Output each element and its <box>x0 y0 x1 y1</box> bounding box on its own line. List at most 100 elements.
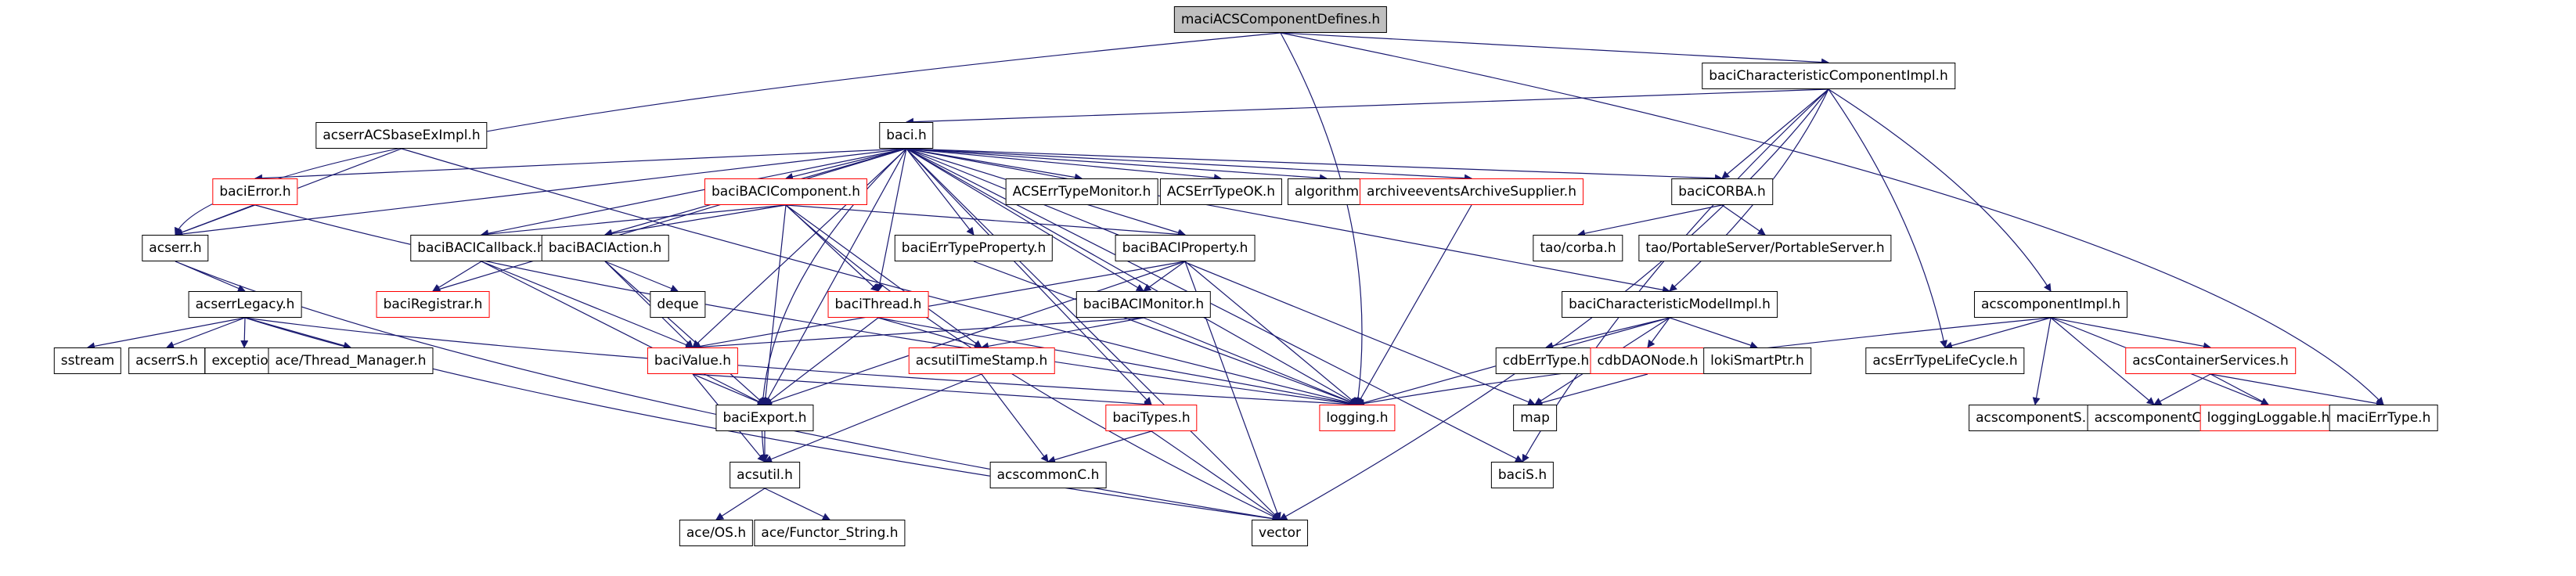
node-baci[interactable]: baci.h <box>879 122 934 149</box>
edge-baciCORBA--taoPortableServer <box>1721 204 1766 236</box>
node-loggingLoggable[interactable]: loggingLoggable.h <box>2200 405 2337 431</box>
edge-baci--algorithm <box>906 148 1328 182</box>
edge-baciCharacteristicComponentImpl--baci <box>906 88 1829 126</box>
node-aceFunctorString[interactable]: ace/Functor_String.h <box>754 520 906 546</box>
node-algorithm[interactable]: algorithm <box>1287 178 1367 205</box>
edge-baciTypes--vector <box>1151 430 1281 520</box>
edge-baciBACIComponent--baciBACIProperty <box>785 204 1186 239</box>
edge-acscomponentImpl--acsErrTypeLifeCycle <box>1944 317 2052 350</box>
edge-acscomponentImpl--acscomponentC <box>2050 317 2155 405</box>
edge-baciBACIAction--baciValue <box>604 261 694 348</box>
edge-baci--baciS <box>906 148 1523 463</box>
node-ACSErrTypeMonitor[interactable]: ACSErrTypeMonitor.h <box>1005 178 1158 205</box>
node-acserrACSbaseExImpl[interactable]: acserrACSbaseExImpl.h <box>315 122 488 149</box>
node-cdbErrType[interactable]: cdbErrType.h <box>1495 347 1597 374</box>
node-logging[interactable]: logging.h <box>1319 405 1396 431</box>
edge-maciACSComponentDefines--logging <box>1280 32 1363 405</box>
edge-cdbDAONode--map <box>1534 373 1648 407</box>
node-baciError[interactable]: baciError.h <box>212 178 298 205</box>
node-deque[interactable]: deque <box>650 291 706 318</box>
node-acscomponentS[interactable]: acscomponentS.h <box>1969 405 2102 431</box>
node-acscomponentC[interactable]: acscomponentC.h <box>2087 405 2221 431</box>
node-lokiSmartPtr[interactable]: lokiSmartPtr.h <box>1703 347 1811 374</box>
edge-baci--baciThread <box>875 148 907 292</box>
edge-baci--baciErrTypeProperty <box>906 148 975 236</box>
edge-baciValue--baciExport <box>692 373 766 406</box>
edge-baciCharacteristicComponentImpl--acscomponentImpl <box>1828 88 2052 292</box>
edge-baciErrTypeProperty--logging <box>973 261 1358 406</box>
node-baciCharacteristicComponentImpl[interactable]: baciCharacteristicComponentImpl.h <box>1702 63 1955 89</box>
node-acsutilTimeStamp[interactable]: acsutilTimeStamp.h <box>908 347 1055 374</box>
node-acserrLegacy[interactable]: acserrLegacy.h <box>188 291 302 318</box>
node-baciBACIMonitor[interactable]: baciBACIMonitor.h <box>1075 291 1212 318</box>
node-baciS[interactable]: baciS.h <box>1490 462 1555 488</box>
edge-baciThread--acsutilTimeStamp <box>877 317 982 350</box>
edge-baciTypes--acscommonC <box>1047 430 1152 464</box>
edge-acscomponentImpl--acscomponentS <box>2032 317 2052 405</box>
node-baciErrTypeProperty[interactable]: baciErrTypeProperty.h <box>894 235 1054 261</box>
node-acscommonC[interactable]: acscommonC.h <box>989 462 1107 488</box>
edge-acsutil--aceFunctorString <box>764 488 830 520</box>
node-vector[interactable]: vector <box>1252 520 1308 546</box>
edge-baciBACIAction--deque <box>604 261 679 293</box>
node-baciThread[interactable]: baciThread.h <box>827 291 929 318</box>
node-taoPortableServer[interactable]: tao/PortableServer/PortableServer.h <box>1638 235 1892 261</box>
node-baciBACIAction[interactable]: baciBACIAction.h <box>541 235 669 261</box>
node-baciTypes[interactable]: baciTypes.h <box>1105 405 1198 431</box>
edge-baci--baciError <box>254 148 907 182</box>
node-baciValue[interactable]: baciValue.h <box>647 347 739 374</box>
edge-baciBACICallback--baciValue <box>481 261 694 349</box>
node-cdbDAONode[interactable]: cdbDAONode.h <box>1590 347 1706 374</box>
edge-baci--baciCORBA <box>906 148 1723 182</box>
node-aceThreadManager[interactable]: ace/Thread_Manager.h <box>268 347 434 374</box>
node-acsutil[interactable]: acsutil.h <box>730 462 800 488</box>
node-aceOS[interactable]: ace/OS.h <box>679 520 754 546</box>
edge-acsutil--aceOS <box>715 488 766 520</box>
edge-acserrLegacy--exception <box>240 317 249 348</box>
node-map[interactable]: map <box>1513 405 1557 431</box>
node-baciCharacteristicModelImpl[interactable]: baciCharacteristicModelImpl.h <box>1562 291 1778 318</box>
edge-maciACSComponentDefines--baciCharacteristicComponentImpl <box>1280 32 1829 67</box>
edge-baci--acserr <box>175 148 907 238</box>
node-maciErrType[interactable]: maciErrType.h <box>2329 405 2438 431</box>
edge-acscomponentImpl--acsContainerServices <box>2050 317 2211 351</box>
edge-baciBACIComponent--baciBACIAction <box>604 204 787 238</box>
node-baciExport[interactable]: baciExport.h <box>715 405 814 431</box>
node-acserr[interactable]: acserr.h <box>142 235 209 261</box>
edge-maciACSComponentDefines--maciErrType <box>1280 32 2384 405</box>
edge-baciBACIAction--baciExport <box>604 261 766 405</box>
node-baciBACIComponent[interactable]: baciBACIComponent.h <box>704 178 868 205</box>
edge-baciBACIMonitor--logging <box>1143 317 1358 406</box>
edge-baciError--logging <box>254 204 1358 408</box>
node-archiveeventsArchiveSupplier[interactable]: archiveeventsArchiveSupplier.h <box>1360 178 1583 205</box>
node-baciCORBA[interactable]: baciCORBA.h <box>1671 178 1773 205</box>
edge-baci--logging <box>906 148 1358 405</box>
edge-baciBACIMonitor--acsutilTimeStamp <box>981 317 1144 351</box>
node-ACSErrTypeOK[interactable]: ACSErrTypeOK.h <box>1159 178 1283 205</box>
edge-baciError--acserr <box>175 204 256 236</box>
edge-baciBACIComponent--acsutilTimeStamp <box>785 204 982 348</box>
edge-acserrLegacy--acserrS <box>166 317 246 349</box>
edge-baci--baciBACIComponent <box>785 148 907 181</box>
node-baciBACICallback[interactable]: baciBACICallback.h <box>410 235 553 261</box>
edge-baci--baciRegistrar <box>432 148 907 293</box>
node-acserrS[interactable]: acserrS.h <box>128 347 205 374</box>
edge-baciBACIMonitor--baciValue <box>692 317 1144 351</box>
edge-baciCharacteristicComponentImpl--baciCORBA <box>1721 88 1829 179</box>
node-acscomponentImpl[interactable]: acscomponentImpl.h <box>1973 291 2128 318</box>
node-acsContainerServices[interactable]: acsContainerServices.h <box>2125 347 2296 374</box>
node-taoCorba[interactable]: tao/corba.h <box>1533 235 1623 261</box>
edge-baciBACIProperty--logging <box>1184 261 1358 405</box>
edge-baci--baciCharacteristicModelImpl <box>906 148 1670 294</box>
node-sstream[interactable]: sstream <box>53 347 122 374</box>
edge-baciBACICallback--baciRegistrar <box>432 261 482 292</box>
node-acsErrTypeLifeCycle[interactable]: acsErrTypeLifeCycle.h <box>1865 347 2025 374</box>
node-baciBACIProperty[interactable]: baciBACIProperty.h <box>1115 235 1256 261</box>
edge-baciValue--baciTypes <box>692 373 1152 409</box>
edge-baci--baciTypes <box>906 148 1152 405</box>
edge-baciCharacteristicComponentImpl--acsErrTypeLifeCycle <box>1828 88 1948 348</box>
node-baciRegistrar[interactable]: baciRegistrar.h <box>376 291 490 318</box>
edge-baciBACIComponent--baciBACICallback <box>481 204 787 239</box>
